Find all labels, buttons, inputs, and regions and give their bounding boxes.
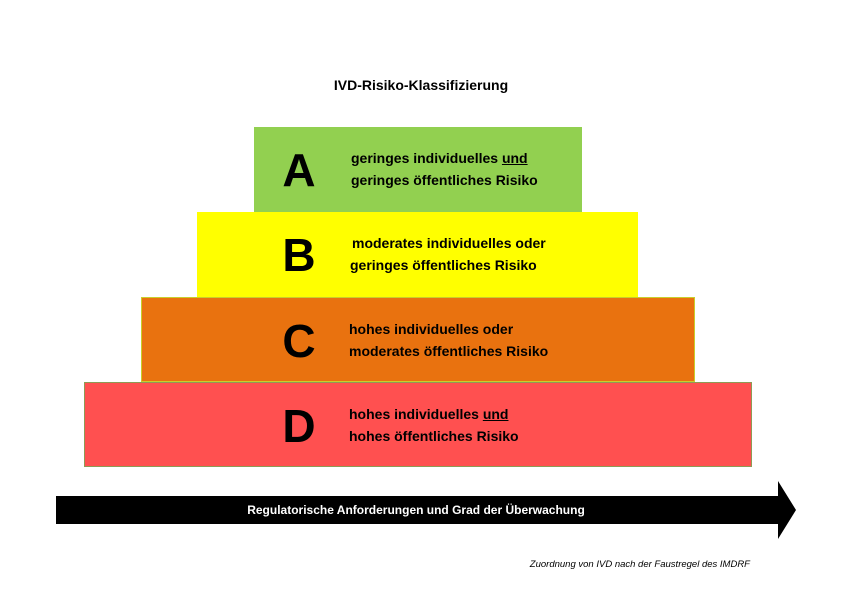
tier-c-description: hohes individuelles oder moderates öffen…: [349, 318, 548, 362]
tier-a-line1-emphasis: und: [501, 150, 528, 166]
tier-b-line1: moderates individuelles oder: [352, 235, 546, 251]
diagram-title: IVD-Risiko-Klassifizierung: [333, 77, 509, 93]
tier-c-block: C hohes individuelles oder moderates öff…: [141, 297, 695, 382]
tier-d-line2: hohes öffentliches Risiko: [349, 428, 519, 444]
tier-a-letter: A: [282, 144, 316, 196]
tier-d-line1-text: hohes individuelles: [349, 406, 483, 422]
tier-b-block: B moderates individuelles oder geringes …: [197, 212, 638, 297]
tier-a-line2: geringes öffentliches Risiko: [351, 172, 538, 188]
tier-d-line1-emphasis: und: [482, 406, 509, 422]
tier-b-letter: B: [282, 229, 316, 281]
caption: Zuordnung von IVD nach der Faustregel de…: [529, 559, 750, 570]
progression-arrow: [56, 481, 796, 539]
tier-a-line1-text: geringes individuelles: [351, 150, 502, 166]
tier-c-letter: C: [282, 315, 316, 367]
tier-b-line2: geringes öffentliches Risiko: [350, 257, 537, 273]
tier-d-description: hohes individuelles und hohes öffentlich…: [349, 403, 519, 447]
tier-c-line1: hohes individuelles oder: [349, 321, 514, 337]
tier-c-line2: moderates öffentliches Risiko: [349, 343, 549, 359]
arrow-label: Regulatorische Anforderungen und Grad de…: [247, 503, 585, 517]
tier-a-description: geringes individuelles und geringes öffe…: [351, 147, 538, 191]
tier-d-line1: hohes individuelles und: [349, 403, 519, 425]
tier-a-line1: geringes individuelles und: [351, 147, 538, 169]
tier-d-letter: D: [282, 400, 316, 452]
tier-b-description: moderates individuelles oder geringes öf…: [350, 232, 546, 276]
tier-a-block: A geringes individuelles und geringes öf…: [254, 127, 582, 212]
tier-d-block: D hohes individuelles und hohes öffentli…: [84, 382, 752, 467]
